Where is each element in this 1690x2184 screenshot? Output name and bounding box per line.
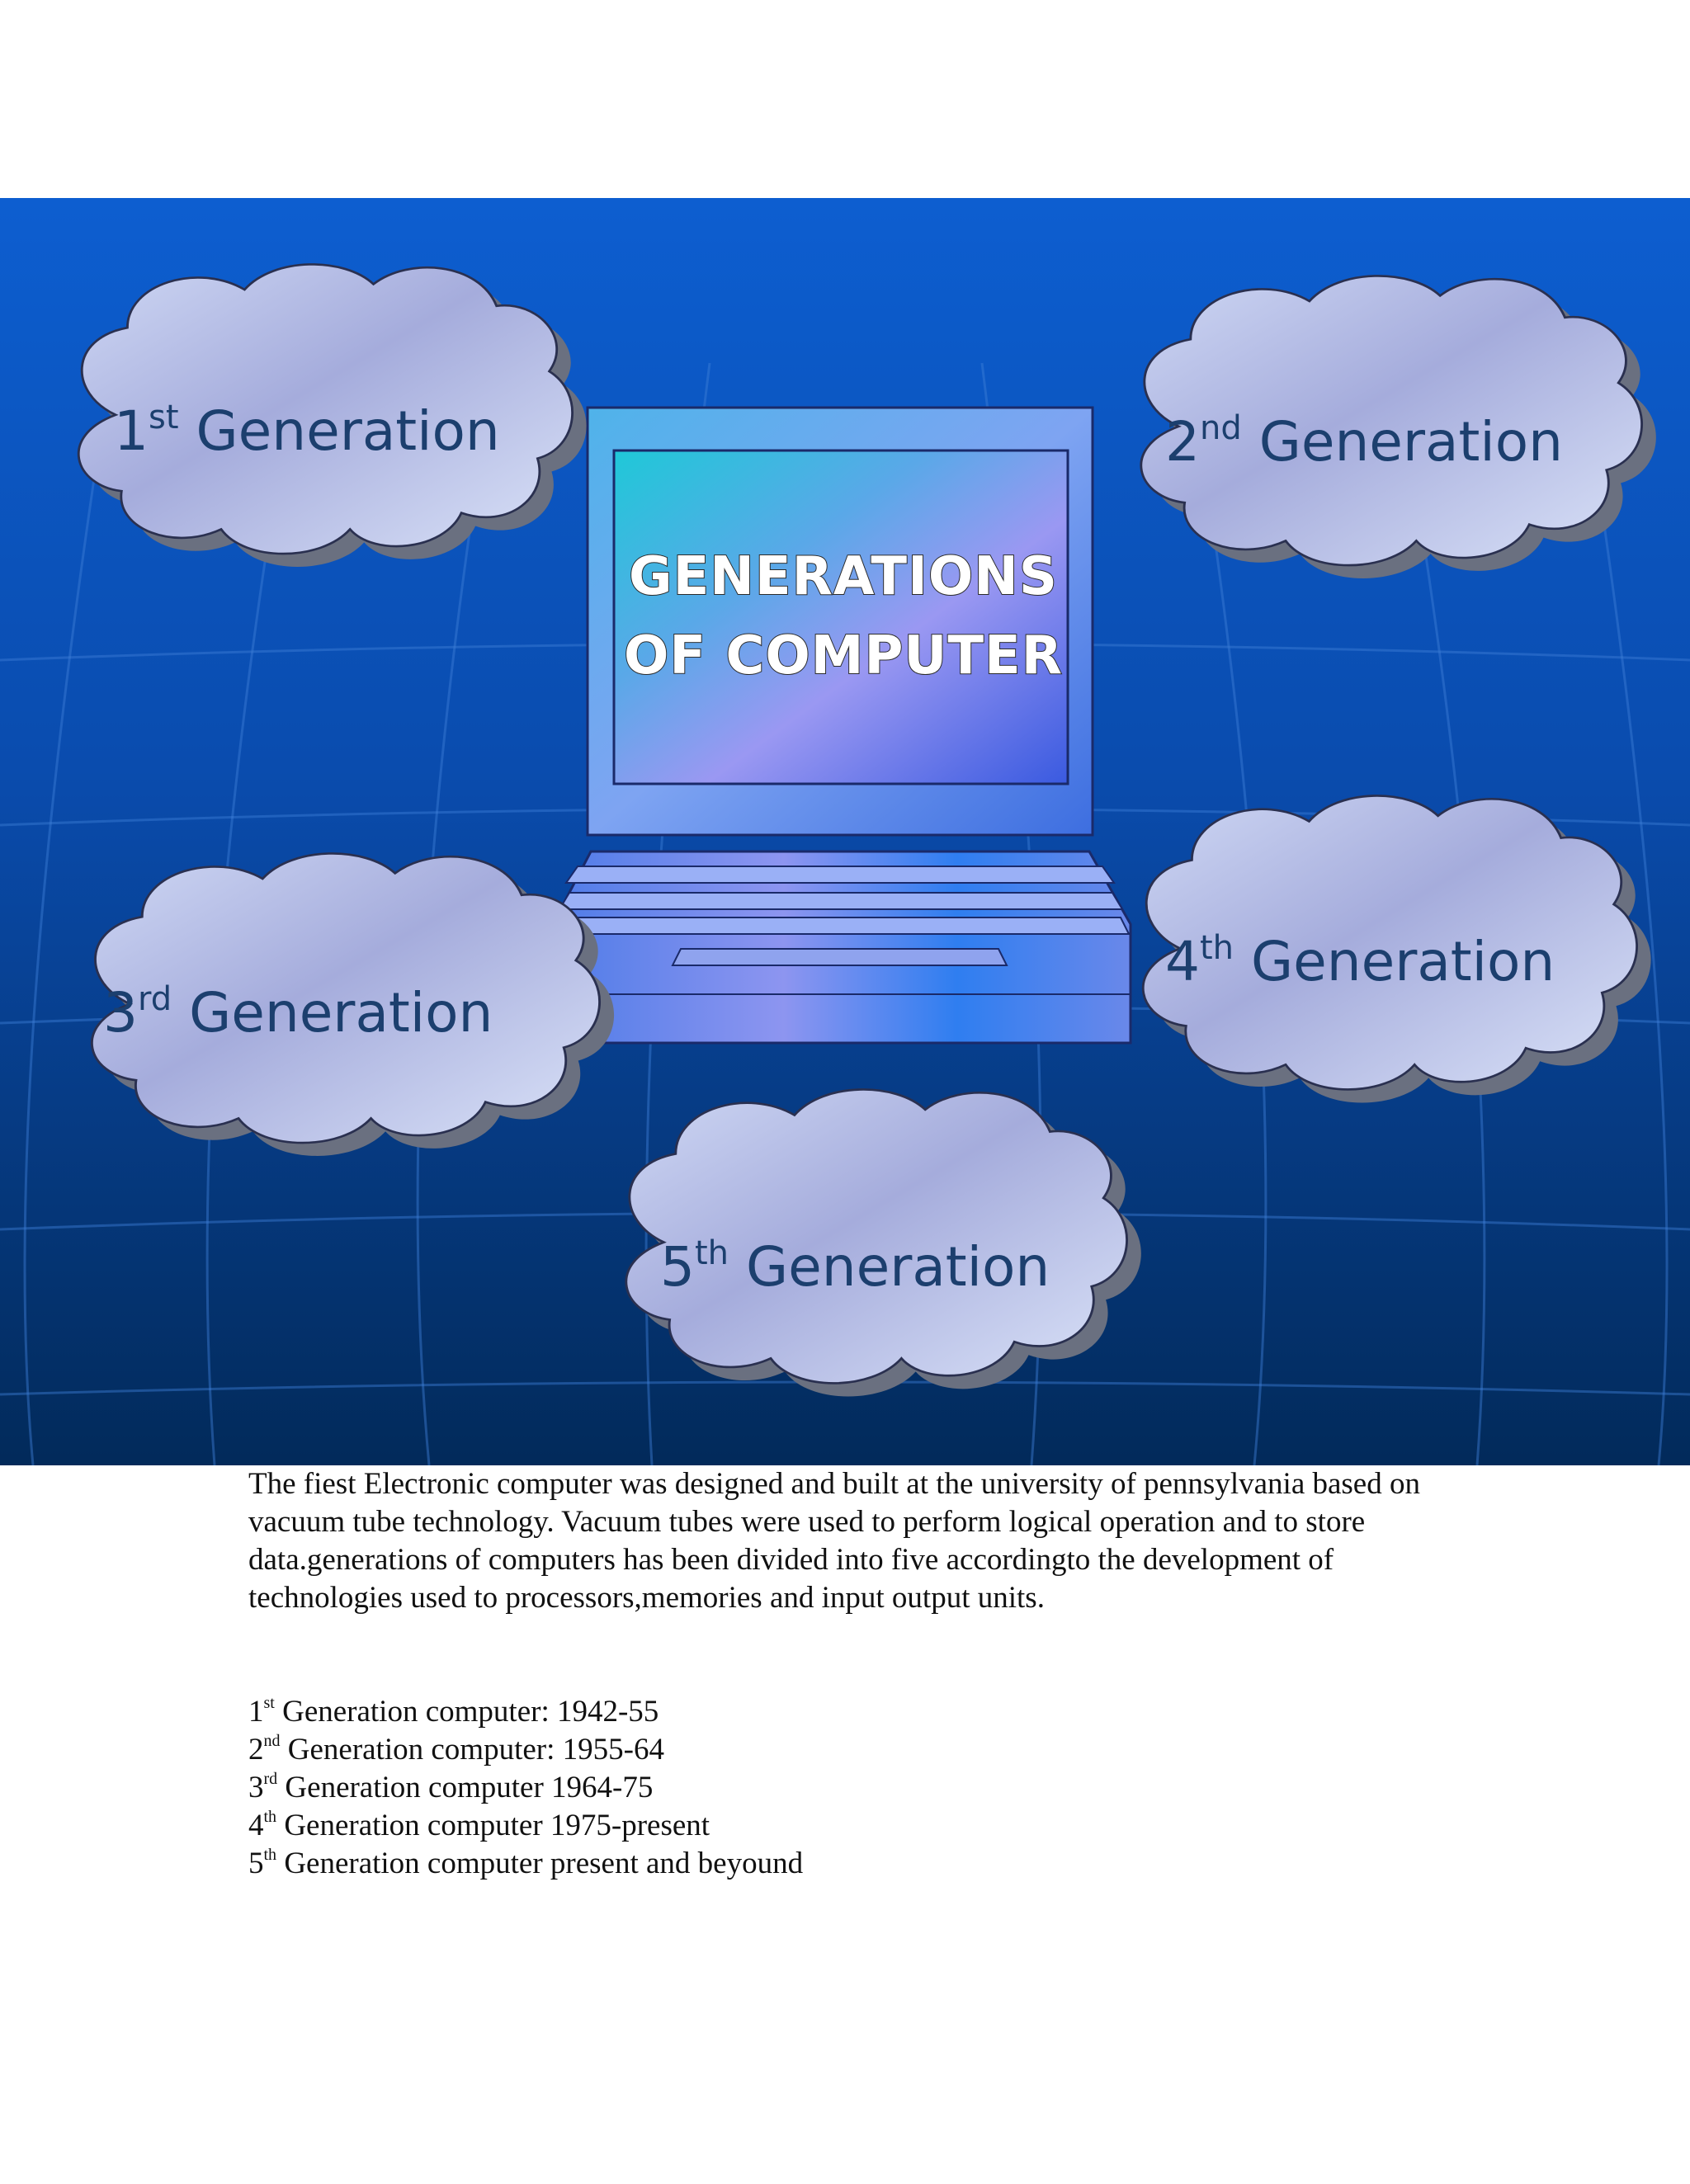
screen-title-line1: GENERATIONS: [629, 546, 1058, 607]
laptop-graphic: GENERATIONS OF COMPUTER: [551, 406, 1132, 1045]
list-item: 4th Generation computer 1975-present: [248, 1808, 710, 1842]
list-item: 1st Generation computer: 1942-55: [248, 1694, 659, 1729]
cloud-2nd-label: 2nd Generation: [1165, 409, 1563, 474]
screen-title-line2: OF COMPUTER: [624, 625, 1063, 686]
list-item: 3rd Generation computer 1964-75: [248, 1770, 654, 1804]
cloud-5th-label: 5th Generation: [660, 1234, 1050, 1299]
cloud-3rd-label: 3rd Generation: [103, 980, 493, 1045]
generations-slide: GENERATIONS OF COMPUTER 1st Generation 2…: [0, 198, 1690, 1465]
list-item: 2nd Generation computer: 1955-64: [248, 1732, 664, 1767]
cloud-1st-label: 1st Generation: [114, 399, 500, 463]
generation-list: 1st Generation computer: 1942-55 2nd Gen…: [248, 1693, 803, 1883]
cloud-4th-label: 4th Generation: [1165, 929, 1555, 993]
intro-paragraph: The fiest Electronic computer was design…: [248, 1467, 1420, 1615]
list-item: 5th Generation computer present and beyo…: [248, 1846, 804, 1880]
